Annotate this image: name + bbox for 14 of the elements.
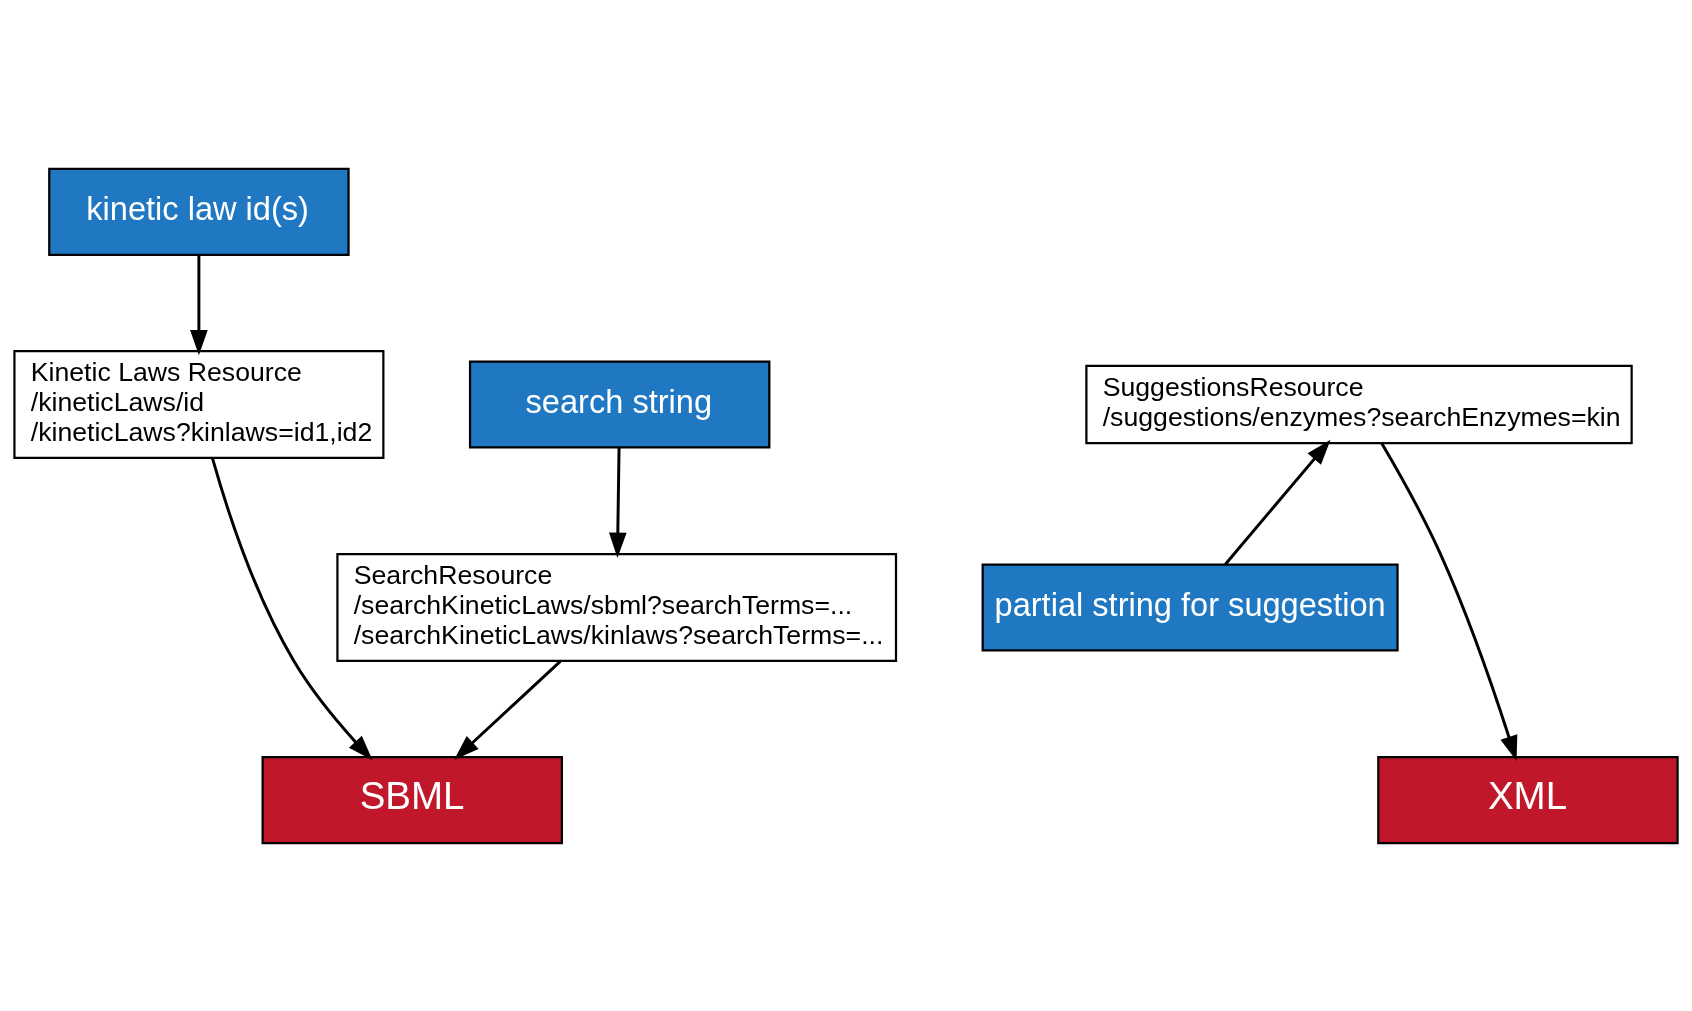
node-box: partial string for suggestion: [981, 562, 1399, 652]
node-box: kinetic law id(s): [48, 167, 350, 256]
node-box: XML: [1377, 755, 1679, 844]
node-box: SBML: [261, 755, 563, 844]
arrow: [211, 457, 373, 760]
node-box: SuggestionsResource /suggestions/enzymes?searchEnzymes=kin: [1085, 364, 1633, 444]
node-box: Kinetic Laws Resource /kineticLaws/id /kineticLaws?kinlaws=id1,id2: [13, 349, 385, 459]
arrow: [608, 447, 627, 558]
arrow: [1224, 439, 1331, 565]
node-box: search string: [468, 359, 771, 449]
arrow: [190, 254, 208, 355]
arrow: [454, 659, 562, 760]
arrow: [1380, 442, 1518, 761]
node-box: SearchResource /searchKineticLaws/sbml?searchTerms=... /searchKineticLaws/kinlaws?searchTerms=...: [336, 552, 898, 662]
